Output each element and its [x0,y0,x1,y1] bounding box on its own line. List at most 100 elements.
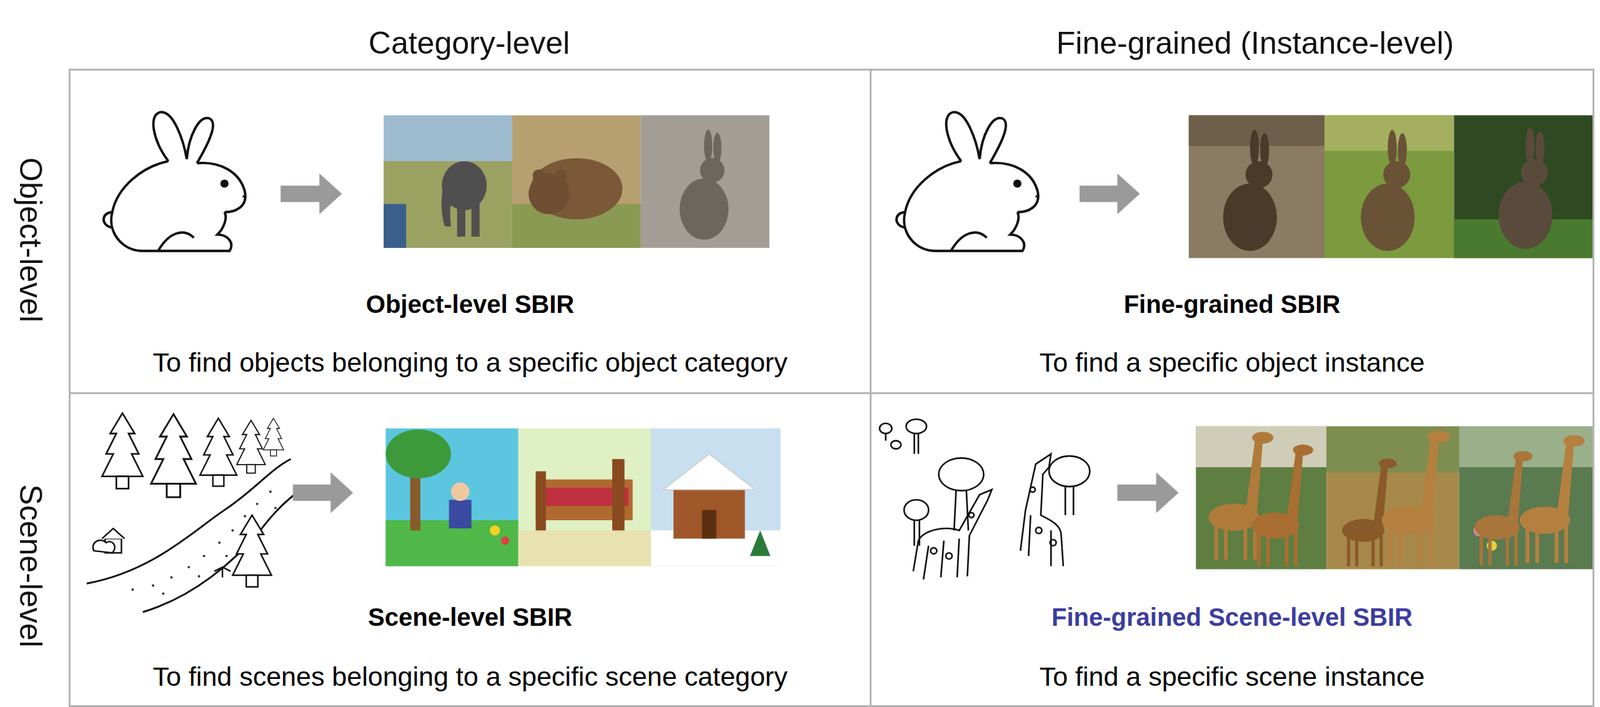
scene-sketch [231,529,234,532]
photo-elephant [457,204,466,237]
rabbit-sketch [103,112,247,252]
photo-rabbit [1324,115,1454,259]
photo-rabbit [640,115,770,249]
giraffe-sketch [1065,485,1074,515]
clipart-bedroom [518,428,651,567]
photo-elephant [383,115,513,249]
task-title: Object-level SBIR [366,289,575,320]
header-text: Scene-level [12,484,49,648]
row-header: Object-level [12,157,49,323]
giraffe-sketch [913,489,993,577]
text-row: Fine-grained SBIR [871,289,1593,320]
clipart-park [385,428,518,567]
giraffe-sketch [954,489,969,531]
photo-rabbit [1498,127,1553,249]
photo-bear [512,115,641,249]
clipart-bedroom [518,428,651,567]
task-description: To find a specific scene instance [1039,660,1426,693]
photo-bear [532,169,546,182]
task-title: Fine-grained Scene-level SBIR [1051,602,1413,633]
column-header: Category-level [368,24,570,62]
photo-elephant [471,204,480,237]
clipart-house [702,510,717,540]
photo-rabbit [1188,115,1325,259]
scene-sketch [161,592,165,596]
text-row: Object-level SBIR [70,289,870,320]
photo-rabbit [1453,115,1594,259]
giraffe-sketch [1028,515,1051,567]
arrow-symbol [1117,472,1179,513]
rabbit-sketch [896,112,1039,252]
giraffe-sketch [884,433,887,441]
clipart-house [663,454,756,490]
giraffe-sketch [879,419,1090,580]
scene-sketch [93,540,115,553]
giraffe-sketch [968,512,974,518]
giraffe-sketch [904,499,929,521]
photo-bear [555,169,568,182]
text-row: To find a specific object instance [871,346,1593,379]
scene-sketch [214,567,231,578]
scene-sketch [256,502,259,506]
giraffe-sketch [1048,456,1090,487]
arrow-symbol [280,173,342,215]
photo-rabbit [1188,115,1325,259]
giraffe-sketch [914,433,919,455]
text-row: To find scenes belonging to a specific s… [70,660,870,693]
clipart-park [501,536,510,545]
giraffe-sketch [1020,454,1064,567]
scene-sketch [263,418,284,457]
task-title: Fine-grained SBIR [1123,289,1341,320]
scene-sketch [218,541,221,545]
scene-sketch [198,575,201,578]
task-title: Scene-level SBIR [367,602,573,633]
clipart-park [489,525,500,536]
photo-giraffes [1474,451,1533,566]
giraffe-sketch [930,547,938,555]
scene-sketch [151,414,197,498]
scene-sketch [269,490,272,493]
photo-giraffes [1326,426,1459,570]
giraffe-sketch [1030,487,1036,493]
photo-rabbit [1360,129,1415,252]
scene-sketch [243,514,247,518]
photo-giraffes [1208,432,1274,561]
scene-sketch [169,576,173,579]
scene-sketch [131,490,277,595]
photo-giraffes [1459,426,1595,570]
giraffe-sketch [905,419,927,434]
quadrant-box: Scene-level SBIR To find scenes belonging… [68,392,872,707]
clipart-bedroom [535,471,546,532]
clipart-house [650,428,781,567]
scene-sketch [86,412,299,612]
giraffe-sketch [890,441,901,450]
scene-sketch [143,491,299,613]
scene-sketch [232,515,272,588]
arrow-symbol [1079,173,1140,215]
quadrant-box: Fine-grained Scene-level SBIR To find a s… [869,392,1595,707]
task-description: To find objects belonging to a specific … [153,346,788,379]
clipart-bedroom [612,459,625,531]
giraffe-sketch [1035,527,1043,534]
text-row: To find objects belonging to a specific … [70,346,870,379]
scene-sketch [93,528,125,553]
task-description: To find a specific object instance [1039,346,1426,379]
photo-giraffes [1519,434,1585,563]
clipart-park [385,428,518,567]
clipart-park [385,429,452,479]
photo-giraffes [1326,426,1459,570]
giraffe-sketch [923,538,960,580]
photo-giraffes [1195,426,1327,570]
giraffe-sketch [945,552,953,560]
header-text: Object-level [12,157,49,323]
photo-rabbit [640,115,770,249]
photo-elephant [383,204,407,249]
scene-sketch [101,412,143,489]
giraffe-sketch [939,457,984,491]
scene-sketch [131,588,134,592]
quadrant-box: Fine-grained SBIR To find a specific obje… [869,68,1595,395]
photo-elephant [383,161,513,249]
illustration-layer [86,112,1594,613]
text-row: Fine-grained Scene-level SBIR [871,602,1593,633]
task-description: To find scenes belonging to a specific s… [153,660,788,693]
